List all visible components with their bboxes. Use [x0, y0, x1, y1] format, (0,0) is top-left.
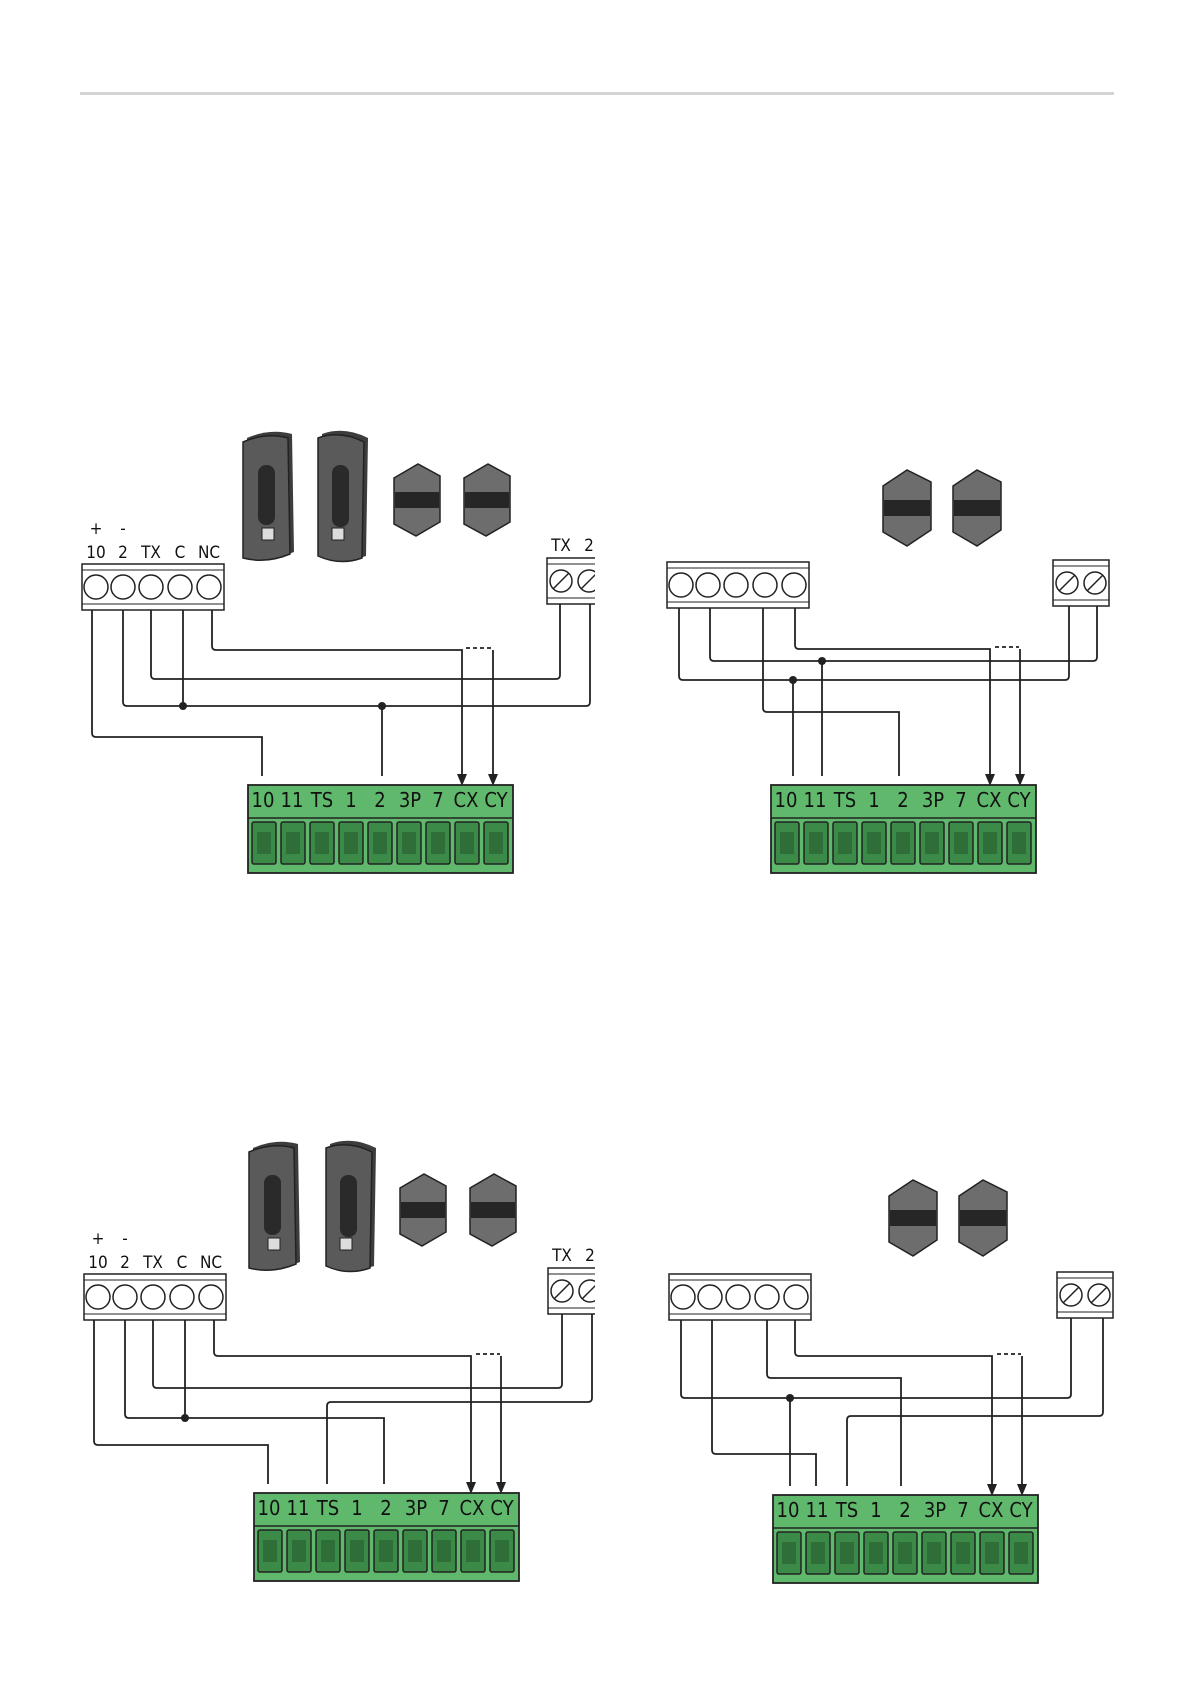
wiring — [679, 606, 1097, 786]
tx-label-tx: TX — [551, 1246, 572, 1266]
board-label-3p: 3P — [922, 788, 944, 812]
photocell-transmitter-icon — [318, 431, 368, 562]
board-label-10: 10 — [258, 1496, 281, 1520]
board-label-2: 2 — [374, 788, 385, 812]
control-board-terminal: 10 11 TS 1 2 3P 7 CX CY — [773, 1495, 1038, 1583]
board-label-cx: CX — [454, 788, 479, 812]
diagram-bottom-left: + - 10 2 TX C NC TX 2 — [0, 1130, 595, 1590]
tx-label-2: 2 — [584, 536, 594, 556]
diagram-bottom-right: 10 11 TS 1 2 3P 7 CX CY — [595, 1130, 1115, 1590]
board-label-1: 1 — [868, 788, 879, 812]
rx-label-10: 10 — [86, 543, 105, 563]
tx-label-2: 2 — [585, 1246, 595, 1266]
photocell-transmitter-icon — [326, 1141, 376, 1272]
page-rule — [80, 92, 1114, 95]
board-label-11: 11 — [806, 1498, 829, 1522]
tx-label-tx: TX — [550, 536, 571, 556]
wiring — [94, 1314, 592, 1494]
column-photocell-icon — [400, 1174, 516, 1246]
control-board-terminal: 10 11 TS 1 2 3P 7 CX CY — [254, 1493, 519, 1581]
board-label-ts: TS — [835, 1498, 858, 1522]
polarity-plus: + — [90, 519, 103, 539]
photocell-receiver-terminal — [669, 1274, 811, 1320]
rx-label-2: 2 — [118, 543, 128, 563]
board-label-3p: 3P — [399, 788, 421, 812]
board-label-cy: CY — [1009, 1498, 1033, 1522]
control-board-terminal: 10 11 TS 1 2 3P 7 CX CY — [248, 785, 513, 873]
board-label-cy: CY — [1007, 788, 1031, 812]
board-label-7: 7 — [957, 1498, 968, 1522]
rx-label-tx: TX — [140, 543, 161, 563]
board-label-10: 10 — [775, 788, 798, 812]
photocell-receiver-icon — [249, 1142, 300, 1271]
board-label-11: 11 — [287, 1496, 310, 1520]
rx-label-2: 2 — [120, 1253, 130, 1273]
wiring — [681, 1318, 1103, 1496]
photocell-transmitter-terminal — [1053, 560, 1109, 606]
diagram-top-right: 10 11 TS 1 2 3P 7 CX CY — [595, 420, 1115, 880]
board-label-2: 2 — [899, 1498, 910, 1522]
board-label-1: 1 — [351, 1496, 362, 1520]
board-label-2: 2 — [380, 1496, 391, 1520]
photocell-transmitter-terminal: TX 2 — [548, 1246, 595, 1314]
rx-label-10: 10 — [88, 1253, 107, 1273]
board-label-7: 7 — [955, 788, 966, 812]
rx-label-nc: NC — [198, 543, 220, 563]
board-label-10: 10 — [777, 1498, 800, 1522]
board-label-ts: TS — [310, 788, 333, 812]
diagram-top-left: + - 10 2 TX C NC TX 2 — [0, 420, 595, 880]
board-label-7: 7 — [438, 1496, 449, 1520]
rx-label-tx: TX — [142, 1253, 163, 1273]
board-label-3p: 3P — [405, 1496, 427, 1520]
photocell-receiver-icon — [243, 432, 294, 561]
photocell-receiver-terminal: + - 10 2 TX C NC — [84, 1229, 226, 1320]
board-label-cx: CX — [460, 1496, 485, 1520]
photocell-receiver-terminal: + - 10 2 TX C NC — [82, 519, 224, 610]
rx-label-c: C — [175, 543, 186, 563]
rx-label-nc: NC — [200, 1253, 222, 1273]
board-label-1: 1 — [870, 1498, 881, 1522]
board-label-10: 10 — [252, 788, 275, 812]
polarity-plus: + — [92, 1229, 105, 1249]
board-label-ts: TS — [833, 788, 856, 812]
column-photocell-icon — [394, 464, 510, 536]
control-board-terminal: 10 11 TS 1 2 3P 7 CX CY — [771, 785, 1036, 873]
polarity-minus: - — [120, 519, 126, 539]
board-label-11: 11 — [281, 788, 304, 812]
rx-label-c: C — [177, 1253, 188, 1273]
board-label-1: 1 — [345, 788, 356, 812]
column-photocell-icon — [889, 1180, 1007, 1256]
photocell-receiver-terminal — [667, 562, 809, 608]
board-label-cx: CX — [977, 788, 1002, 812]
board-label-cy: CY — [484, 788, 508, 812]
board-label-3p: 3P — [924, 1498, 946, 1522]
wiring — [92, 604, 590, 786]
board-label-cx: CX — [979, 1498, 1004, 1522]
board-label-7: 7 — [432, 788, 443, 812]
board-label-cy: CY — [490, 1496, 514, 1520]
column-photocell-icon — [883, 470, 1001, 546]
photocell-transmitter-terminal — [1057, 1272, 1113, 1318]
board-label-ts: TS — [316, 1496, 339, 1520]
board-label-2: 2 — [897, 788, 908, 812]
photocell-transmitter-terminal: TX 2 — [547, 536, 595, 604]
board-label-11: 11 — [804, 788, 827, 812]
polarity-minus: - — [122, 1229, 128, 1249]
